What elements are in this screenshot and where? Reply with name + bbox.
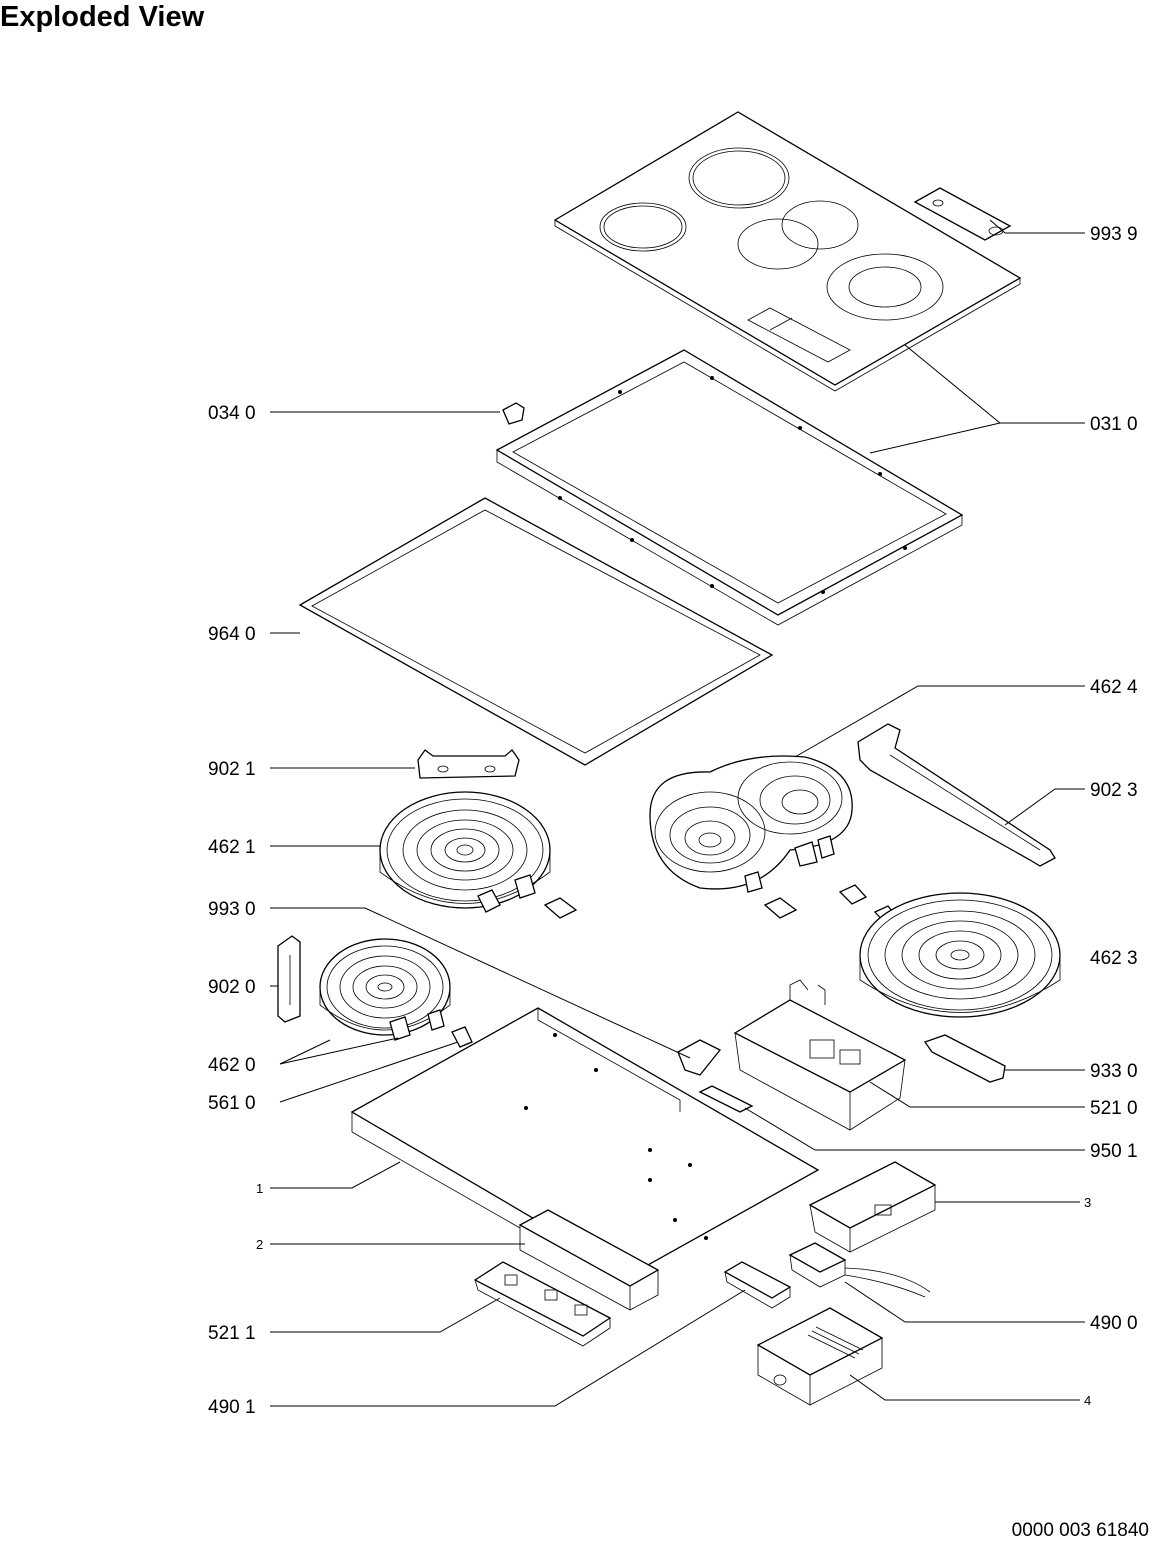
callout-031-0: 031 0 bbox=[1090, 414, 1138, 435]
heating-element-462-3 bbox=[859, 892, 1061, 1018]
control-module-521-1 bbox=[473, 1261, 612, 1347]
page-title: Exploded View bbox=[0, 1, 205, 33]
terminal-490-1 bbox=[723, 1261, 792, 1309]
control-housing-521-0 bbox=[733, 979, 907, 1131]
heating-element-462-0 bbox=[319, 938, 473, 1048]
callout-462-4: 462 4 bbox=[1090, 677, 1138, 698]
heat-shield-950-1 bbox=[698, 1085, 754, 1113]
cover-box-4 bbox=[756, 1307, 884, 1406]
heating-element-462-1 bbox=[379, 791, 551, 913]
callout-034-0: 034 0 bbox=[208, 403, 256, 424]
mounting-clip-993-0 bbox=[677, 1039, 722, 1076]
callout-902-1: 902 1 bbox=[208, 759, 256, 780]
sensor-933-0 bbox=[923, 1034, 1006, 1083]
callout-4: 4 bbox=[1084, 1393, 1091, 1408]
callout-462-3: 462 3 bbox=[1090, 948, 1138, 969]
callout-521-1: 521 1 bbox=[208, 1323, 256, 1344]
callout-462-1: 462 1 bbox=[208, 837, 256, 858]
glass-ceramic-top bbox=[553, 111, 1022, 392]
callout-993-9: 993 9 bbox=[1090, 224, 1138, 245]
callout-490-0: 490 0 bbox=[1090, 1313, 1138, 1334]
bracket-902-3 bbox=[857, 723, 1056, 867]
callout-964-0: 964 0 bbox=[208, 624, 256, 645]
callout-3: 3 bbox=[1084, 1195, 1091, 1210]
callout-561-0: 561 0 bbox=[208, 1093, 256, 1114]
document-number: 0000 003 61840 bbox=[1011, 1520, 1149, 1541]
support-frame bbox=[495, 349, 964, 626]
seal-gasket bbox=[298, 497, 774, 766]
callout-2: 2 bbox=[256, 1237, 263, 1252]
power-module-3 bbox=[808, 1161, 937, 1253]
callout-labels: 993 9 034 0 031 0 964 0 462 4 902 1 902 … bbox=[208, 224, 1138, 1418]
small-switches bbox=[543, 884, 898, 923]
connector-490-0 bbox=[788, 1242, 931, 1298]
bracket-902-1 bbox=[417, 749, 520, 779]
callout-950-1: 950 1 bbox=[1090, 1141, 1138, 1162]
callout-902-3: 902 3 bbox=[1090, 780, 1138, 801]
leader-lines bbox=[270, 219, 1085, 1407]
callout-1: 1 bbox=[256, 1181, 263, 1196]
callout-521-0: 521 0 bbox=[1090, 1098, 1138, 1119]
callout-993-0: 993 0 bbox=[208, 899, 256, 920]
cable-duct-2 bbox=[518, 1209, 660, 1311]
callout-902-0: 902 0 bbox=[208, 977, 256, 998]
callout-462-0: 462 0 bbox=[208, 1055, 256, 1076]
dual-heating-element-462-4 bbox=[649, 755, 853, 893]
bracket-902-0 bbox=[277, 935, 301, 1023]
callout-933-0: 933 0 bbox=[1090, 1061, 1138, 1082]
clip-part bbox=[502, 402, 525, 425]
callout-490-1: 490 1 bbox=[208, 1397, 256, 1418]
